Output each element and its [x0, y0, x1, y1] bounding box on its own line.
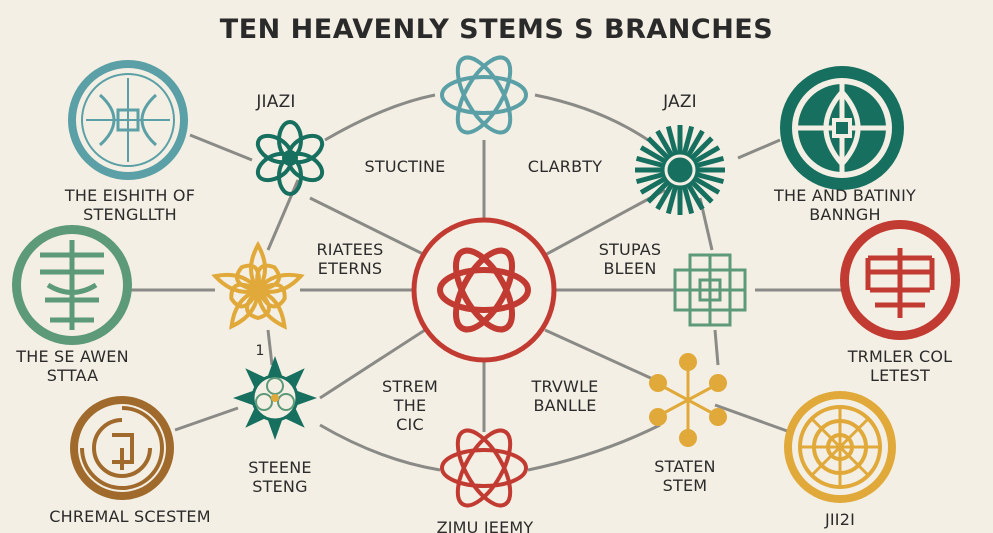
label-top-left-node: JIAZI [256, 92, 296, 112]
connector-left1-top-left [189, 133, 253, 162]
label-inner-top-right: CLARBTY [527, 157, 603, 176]
label-node-lower-left: STEENE STENG [248, 458, 312, 496]
label-inner-mid-left: RIATEES ETERNS [316, 240, 384, 278]
lattice-mid-right-icon [673, 253, 747, 327]
connector-top-right-right1 [737, 138, 781, 160]
nodes-lower-right-icon [649, 353, 727, 447]
connector-arc-top-left [324, 93, 436, 142]
diagram-title: TEN HEAVENLY STEMS S BRANCHES [219, 14, 774, 45]
connector-left3-lower-left [174, 406, 239, 432]
label-inner-mid-right: STUPAS BLEEN [598, 240, 662, 278]
label-left-3: CHREMAL SCESTEM [49, 507, 211, 526]
connector-midright-lowerright [713, 329, 720, 366]
connector-lowerleft-center [319, 328, 426, 400]
label-inner-low-left: STREM THE CIC [382, 377, 438, 434]
connector-arc-bottom-right [527, 423, 661, 472]
connector-arc-top-right [534, 93, 649, 142]
knot-center-icon [411, 217, 557, 363]
sunburst-top-right-icon [635, 125, 725, 215]
connector-topright-center [544, 188, 666, 257]
medallion-left-3-icon [70, 396, 174, 500]
label-inner-low-right: TRVWLE BANLLE [531, 377, 599, 415]
label-node-lower-right: STATEN STEM [654, 457, 716, 495]
flower-mid-left-icon [211, 240, 305, 330]
connector-lower-right-right3 [714, 403, 791, 434]
knot-bottom-icon [440, 428, 528, 508]
label-right-3: JII2I [824, 510, 856, 529]
label-left-2: THE SE AWEN STTAA [16, 347, 129, 385]
medallion-left-2-icon [12, 225, 132, 345]
label-right-1: THE AND BATINIY BANNGH [774, 186, 916, 224]
connectors [130, 93, 845, 472]
connector-midleft-lowerleft [266, 329, 274, 366]
label-left-1: THE EISHITH OF STENGLLTH [64, 186, 196, 224]
label-node-bottom: ZIMU JEEMY [436, 518, 534, 533]
label-right-2: TRMLER COL LETEST [847, 347, 953, 385]
connector-topleft-center [309, 196, 426, 257]
medallion-right-1-icon [780, 66, 904, 190]
knot-top-icon [440, 55, 528, 135]
label-inner-top-left: STUCTINE [364, 157, 446, 176]
flower-top-left-icon [255, 120, 325, 196]
medallion-right-2-icon [840, 220, 960, 340]
medallion-left-1-icon [68, 60, 188, 180]
flower-lower-left-icon [233, 356, 317, 440]
connector-arc-bottom-left [319, 423, 441, 472]
connector-lowerright-center [544, 328, 656, 382]
label-mini-mark: 1 [255, 343, 265, 359]
medallion-right-3-icon [784, 391, 896, 503]
label-top-right-node: JAZI [663, 92, 697, 112]
